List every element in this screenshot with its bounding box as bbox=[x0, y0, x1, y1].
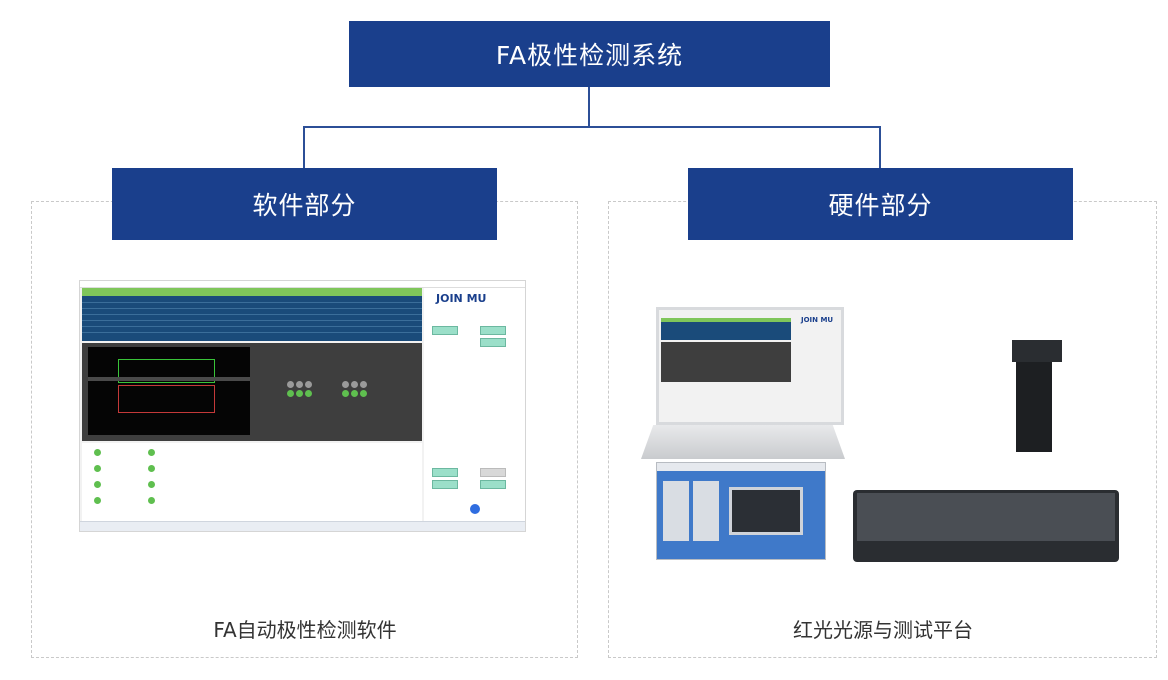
indicator-dot bbox=[305, 390, 312, 397]
channel-grid bbox=[82, 443, 422, 523]
panel-button[interactable] bbox=[480, 480, 506, 489]
connector-vertical-main bbox=[588, 87, 590, 127]
system-title: FA极性检测系统 bbox=[495, 41, 684, 70]
action-button[interactable] bbox=[470, 504, 480, 514]
panel-button[interactable] bbox=[480, 326, 506, 335]
mini-table bbox=[661, 318, 791, 340]
channel-dot bbox=[94, 481, 101, 488]
indicator-dot bbox=[342, 390, 349, 397]
camera-area bbox=[82, 343, 422, 441]
laptop-keyboard bbox=[641, 425, 845, 459]
indicator-dot bbox=[351, 390, 358, 397]
connector-left bbox=[303, 126, 305, 168]
system-title-box: FA极性检测系统 bbox=[349, 21, 830, 87]
indicator-group bbox=[342, 381, 372, 399]
device-port-module bbox=[693, 481, 719, 541]
panel-button[interactable] bbox=[432, 326, 458, 335]
indicator-dot bbox=[287, 390, 294, 397]
taskbar bbox=[80, 521, 525, 531]
device-display bbox=[729, 487, 803, 535]
laptop-screen: JOIN MU bbox=[656, 307, 844, 425]
indicator-dot bbox=[351, 381, 358, 388]
roi-box bbox=[118, 385, 215, 413]
software-label: 软件部分 bbox=[252, 191, 357, 220]
hardware-label: 硬件部分 bbox=[828, 191, 933, 220]
panel-button[interactable] bbox=[432, 468, 458, 477]
indicator-dot bbox=[296, 390, 303, 397]
result-table bbox=[82, 288, 422, 341]
hardware-caption: 红光光源与测试平台 bbox=[793, 618, 973, 642]
app-titlebar bbox=[80, 281, 525, 288]
indicator-dot bbox=[360, 390, 367, 397]
indicator-dot bbox=[360, 381, 367, 388]
device-port-module bbox=[663, 481, 689, 541]
indicator-dot bbox=[305, 381, 312, 388]
roi-box bbox=[118, 359, 215, 383]
camera-tower bbox=[1016, 360, 1052, 452]
indicator-dot bbox=[296, 381, 303, 388]
fiber-line bbox=[88, 377, 250, 381]
control-panel: JOIN MU bbox=[424, 288, 525, 531]
indicator-dot bbox=[287, 381, 294, 388]
table-row bbox=[82, 308, 422, 309]
panel-button[interactable] bbox=[480, 468, 506, 477]
software-screenshot: JOIN MU bbox=[79, 280, 526, 532]
hardware-logo: JOIN MU bbox=[801, 316, 834, 324]
hardware-box: 硬件部分 bbox=[688, 168, 1073, 240]
table-row bbox=[82, 326, 422, 327]
camera-view bbox=[88, 347, 250, 435]
channel-dot bbox=[94, 449, 101, 456]
connector-horizontal bbox=[303, 126, 881, 128]
mini-camera bbox=[661, 342, 791, 382]
software-logo: JOIN MU bbox=[436, 292, 487, 305]
software-caption: FA自动极性检测软件 bbox=[213, 618, 397, 642]
channel-dot bbox=[148, 497, 155, 504]
channel-dot bbox=[94, 465, 101, 472]
table-row bbox=[82, 314, 422, 315]
channel-dot bbox=[148, 481, 155, 488]
device-front bbox=[657, 471, 825, 559]
test-platform-top bbox=[857, 493, 1115, 541]
indicator-dot bbox=[342, 381, 349, 388]
channel-dot bbox=[94, 497, 101, 504]
channel-dot bbox=[148, 465, 155, 472]
table-row bbox=[82, 302, 422, 303]
panel-button[interactable] bbox=[432, 480, 458, 489]
table-row bbox=[82, 320, 422, 321]
camera-head bbox=[1012, 340, 1062, 362]
panel-button[interactable] bbox=[480, 338, 506, 347]
light-source-device bbox=[656, 462, 826, 560]
indicator-group bbox=[287, 381, 317, 399]
result-table-header bbox=[82, 288, 422, 296]
mini-table-header bbox=[661, 318, 791, 322]
table-row bbox=[82, 332, 422, 333]
channel-dot bbox=[148, 449, 155, 456]
software-box: 软件部分 bbox=[112, 168, 497, 240]
connector-right bbox=[879, 126, 881, 168]
